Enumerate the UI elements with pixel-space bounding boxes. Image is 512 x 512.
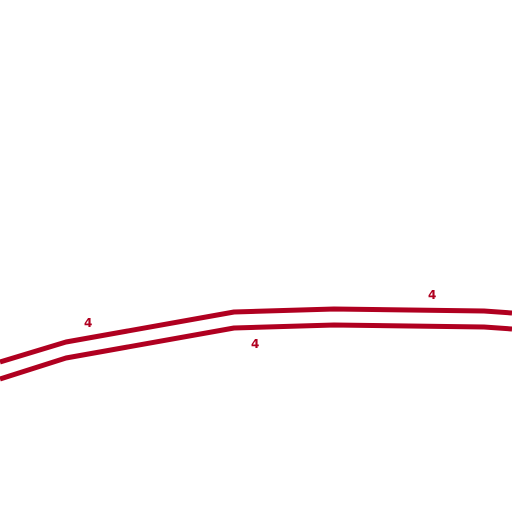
highway-carriageway-south <box>0 322 512 382</box>
route-label: 4 <box>251 337 259 351</box>
divided-highway <box>0 306 512 382</box>
route-label: 4 <box>84 316 92 330</box>
route-labels: 4 4 4 <box>84 288 436 351</box>
highway-carriageway-north <box>0 306 512 365</box>
route-label: 4 <box>428 288 436 302</box>
